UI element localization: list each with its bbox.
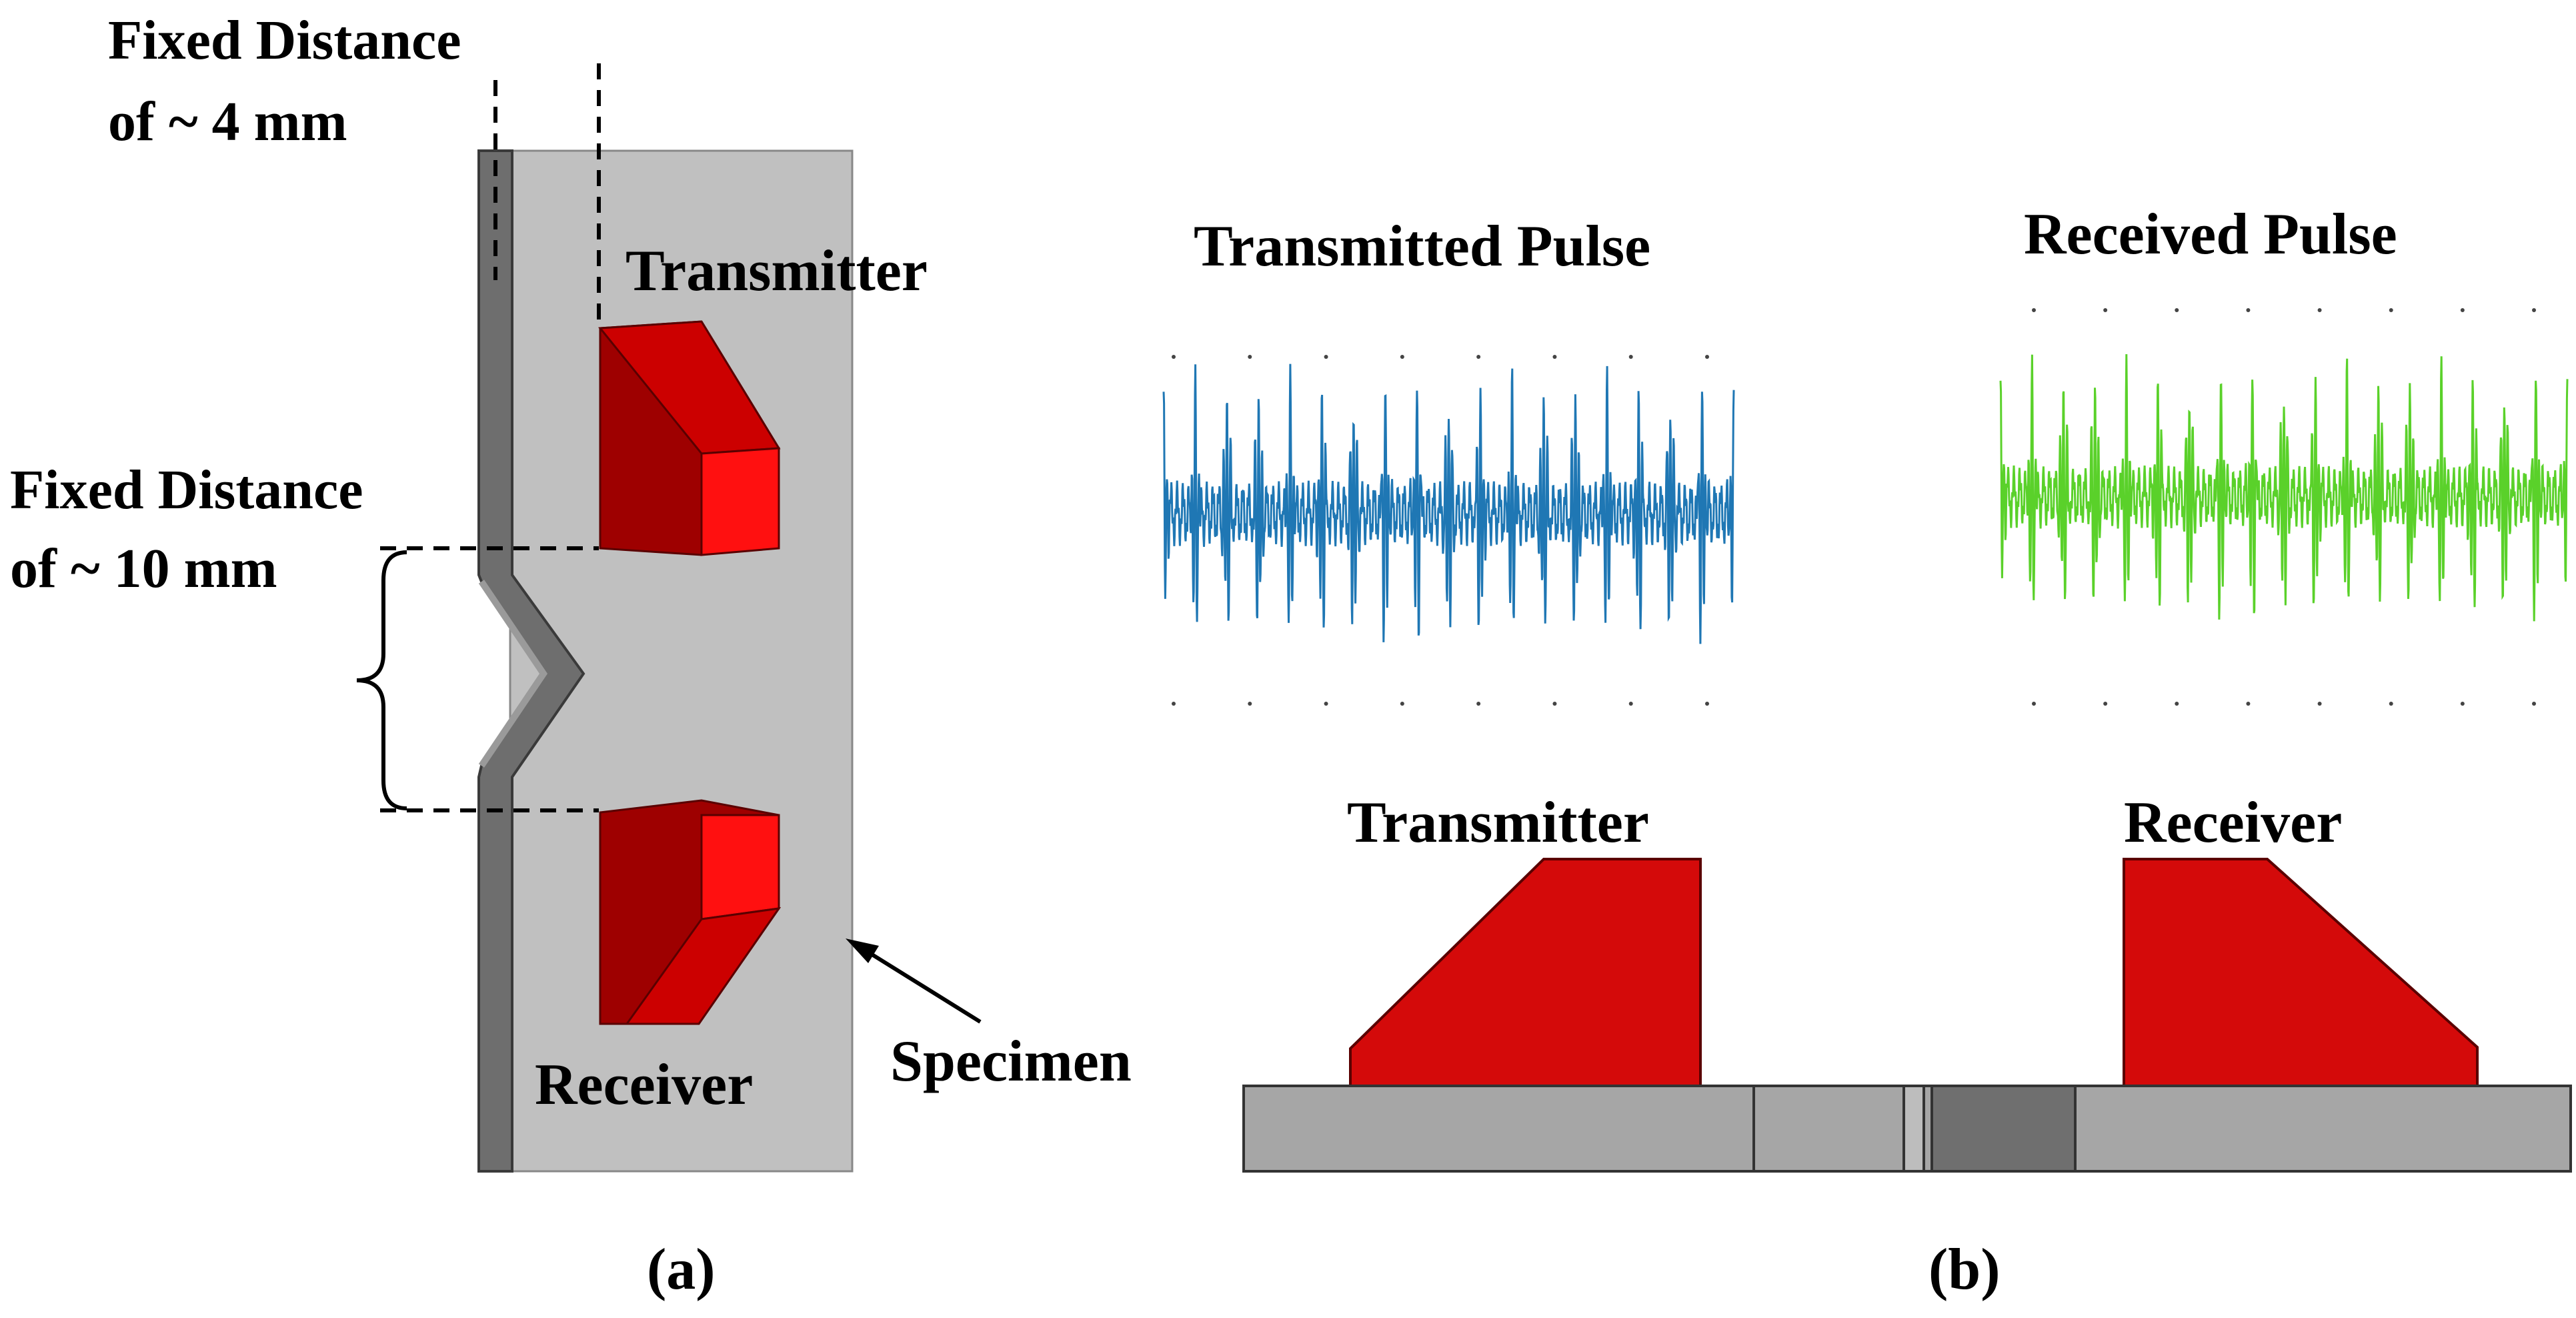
waveform-tick-dot: [2175, 702, 2179, 706]
notch-highlight: [478, 580, 548, 768]
transmitted-waveform: [1162, 364, 1735, 644]
waveform-tick-dot: [2175, 308, 2179, 312]
waveform-tick-dot: [1552, 702, 1557, 706]
waveform-tick-dot: [2246, 702, 2251, 706]
waveform-tick-dot: [2317, 308, 2322, 312]
receiver-probe-3d: [599, 799, 782, 1025]
waveform-tick-dot: [2389, 702, 2393, 706]
panel-b-receiver-label: Receiver: [2124, 790, 2342, 855]
dim-mid-label-line1: Fixed Distance: [10, 459, 363, 521]
panel-b-transmitter-label: Transmitter: [1347, 790, 1649, 855]
waveform-tick-dot: [1400, 702, 1404, 706]
receiver-probe-face: [700, 814, 780, 920]
waveform-tick-dots: [1172, 308, 2536, 706]
waveform-tick-dot: [2317, 702, 2322, 706]
plate-notch-line: [1902, 1085, 1925, 1173]
waveform-tick-dot: [2103, 702, 2108, 706]
waveform-tick-dot: [1248, 355, 1252, 359]
panel-b-receiver-probe: [2123, 858, 2479, 1087]
waveform-tick-dot: [2532, 702, 2536, 706]
dim-mid-label-line2: of ~ 10 mm: [10, 538, 277, 600]
waveform-tick-dot: [2460, 308, 2465, 312]
waveform-tick-dot: [1552, 355, 1557, 359]
waveform-tick-dot: [1628, 702, 1633, 706]
dimension-brace: [356, 550, 407, 810]
waveform-tick-dot: [2246, 308, 2251, 312]
specimen-arrowhead: [846, 938, 879, 963]
panel-b-caption: (b): [1928, 1237, 2001, 1302]
waveform-tick-dot: [1324, 702, 1328, 706]
waveform-tick-dot: [2032, 702, 2036, 706]
panel-b: Transmitted Pulse Received Pulse Transmi…: [1162, 202, 2572, 1302]
waveform-tick-dot: [2460, 702, 2465, 706]
received-waveform: [1999, 354, 2569, 622]
waveform-tick-dot: [1172, 702, 1176, 706]
received-pulse-title: Received Pulse: [2024, 202, 2397, 267]
received-waveform-icon: [1999, 354, 2569, 622]
transmitter-probe-3d: [598, 320, 781, 556]
waveform-tick-dot: [1324, 355, 1328, 359]
specimen-arrow-line: [859, 945, 982, 1024]
panel-a-caption: (a): [647, 1237, 716, 1302]
waveform-tick-dot: [1628, 355, 1633, 359]
panel-a-transmitter-label: Transmitter: [625, 239, 928, 303]
waveform-tick-dot: [1172, 355, 1176, 359]
waveform-tick-dot: [1705, 355, 1709, 359]
transmitter-probe-face: [700, 447, 780, 556]
waveform-tick-dot: [1476, 702, 1481, 706]
waveform-tick-dot: [1400, 355, 1404, 359]
transmitted-waveform-icon: [1162, 364, 1735, 644]
waveform-tick-dot: [2532, 308, 2536, 312]
panel-b-transmitter-probe: [1349, 858, 1702, 1087]
waveform-tick-dot: [1705, 702, 1709, 706]
receiver-probe-slope: [625, 907, 782, 1025]
waveform-tick-dot: [2032, 308, 2036, 312]
specimen-label: Specimen: [890, 1029, 1132, 1094]
plate-dark-region: [1930, 1085, 2077, 1173]
waveform-tick-dot: [2103, 308, 2108, 312]
panel-a-receiver-label: Receiver: [535, 1053, 753, 1117]
dim-top-label-line2: of ~ 4 mm: [108, 91, 347, 153]
waveform-tick-dot: [1248, 702, 1252, 706]
waveform-tick-dot: [1476, 355, 1481, 359]
transmitted-pulse-title: Transmitted Pulse: [1194, 214, 1650, 279]
dim-top-label-line1: Fixed Distance: [108, 9, 461, 71]
waveform-tick-dot: [2389, 308, 2393, 312]
panel-a: Fixed Distance of ~ 4 mm Fixed Distance …: [10, 9, 1132, 1302]
